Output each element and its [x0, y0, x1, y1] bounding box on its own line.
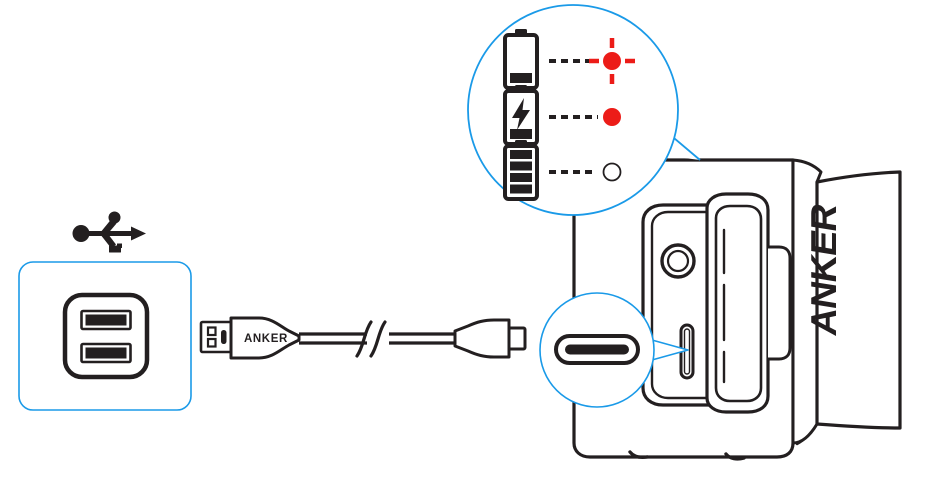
led-indicator-blinking-red	[589, 38, 635, 84]
usb-a-to-usb-c-cable: ANKER	[199, 316, 527, 360]
battery-full-icon	[503, 140, 539, 201]
usb-c-connector-tip	[507, 326, 527, 351]
usb-c-connector	[453, 318, 527, 359]
cable-length-break	[355, 320, 387, 358]
usb-c-port-callout	[539, 292, 689, 408]
usb-wall-charger	[18, 211, 192, 411]
battery-low-icon	[503, 29, 539, 90]
carry-strap	[705, 192, 792, 414]
led-indicator-solid-red	[603, 108, 621, 126]
usb-trident-icon	[72, 211, 146, 253]
device-seam	[795, 422, 819, 446]
power-button[interactable]	[660, 243, 696, 279]
led-indicator-off	[602, 162, 622, 182]
led-status-callout	[467, 4, 701, 216]
device-logo: ANKER	[803, 200, 844, 338]
usb-c-port-icon	[554, 334, 640, 365]
status-row-fully-charged	[503, 140, 622, 201]
device-side-panel	[815, 170, 902, 430]
usb-a-port-top	[80, 309, 132, 331]
usb-a-port-bottom	[80, 342, 132, 364]
device-foot-left	[628, 450, 649, 460]
device-logo-text: ANKER	[803, 200, 844, 338]
status-callout-circle	[467, 4, 679, 216]
charger-body	[62, 292, 150, 380]
usb-a-connector-housing	[229, 316, 301, 360]
lightning-bolt-icon	[512, 98, 530, 130]
battery-charging-icon	[503, 85, 539, 146]
cable-brand-label: ANKER	[244, 333, 288, 345]
device-foot-right	[724, 452, 746, 461]
